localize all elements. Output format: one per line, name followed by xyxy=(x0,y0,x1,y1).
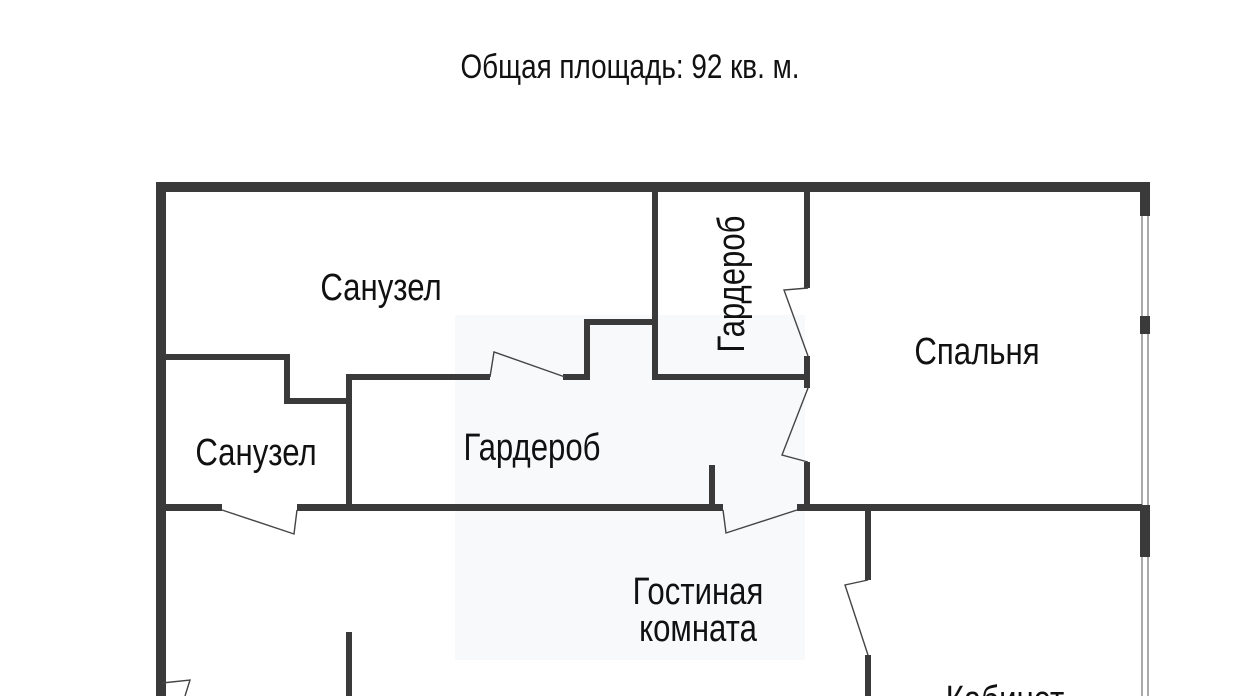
wall-wardrobe1-left xyxy=(652,182,658,380)
door-entrance xyxy=(161,679,191,696)
wall-wardrobe2-left xyxy=(346,374,352,510)
wall-wardrobe2-top-a xyxy=(346,374,490,380)
room-label-wardrobe-1: Гардероб xyxy=(711,215,753,352)
door-study xyxy=(844,579,869,656)
wall-bath1-step-h xyxy=(284,398,352,404)
door-wardrobe2 xyxy=(489,351,566,378)
watermark-area xyxy=(455,315,805,660)
outer-wall-right-lower xyxy=(1140,505,1150,557)
outer-wall-left xyxy=(156,182,166,696)
door-living xyxy=(722,509,798,534)
wall-wardrobe2-stub xyxy=(709,465,715,511)
wall-bath1-lower xyxy=(156,354,290,360)
wall-study-b xyxy=(865,655,871,696)
wall-wardrobe2-notch-v xyxy=(584,319,590,380)
wall-wardrobe1-bottom xyxy=(652,374,810,380)
wall-mid-c xyxy=(797,504,1142,511)
room-label-wardrobe-2: Гардероб xyxy=(463,427,600,469)
window-right-2 xyxy=(1141,334,1149,505)
window-right-1 xyxy=(1141,216,1149,316)
room-label-bathroom-2: Санузел xyxy=(195,432,316,474)
outer-wall-right-top xyxy=(1140,182,1150,216)
wall-bath1-step xyxy=(284,354,290,404)
plan-title: Общая площадь: 92 кв. м. xyxy=(460,48,800,86)
wall-bedroom-left-b xyxy=(804,462,810,510)
wall-wardrobe2-top-b xyxy=(563,374,590,380)
wall-wardrobe2-notch-h xyxy=(584,319,658,325)
wall-wardrobe1-right xyxy=(804,182,810,288)
room-label-bedroom: Спальня xyxy=(914,331,1039,373)
room-label-living-line2: комната xyxy=(639,608,757,650)
outer-wall-right-mid xyxy=(1140,316,1150,334)
wall-mid-a xyxy=(156,504,222,511)
door-bedroom xyxy=(781,387,809,463)
wall-living-stub xyxy=(346,632,352,696)
door-bath2 xyxy=(221,509,298,535)
room-label-study: Кабинет xyxy=(946,679,1065,696)
wall-mid-b xyxy=(297,504,723,511)
room-label-bathroom-1: Санузел xyxy=(320,267,441,309)
wall-bedroom-left-a xyxy=(804,356,810,388)
window-right-3 xyxy=(1141,557,1149,696)
room-label-living-line1: Гостиная xyxy=(633,571,764,613)
door-wardrobe1 xyxy=(783,287,809,357)
wall-study-a xyxy=(865,504,871,580)
